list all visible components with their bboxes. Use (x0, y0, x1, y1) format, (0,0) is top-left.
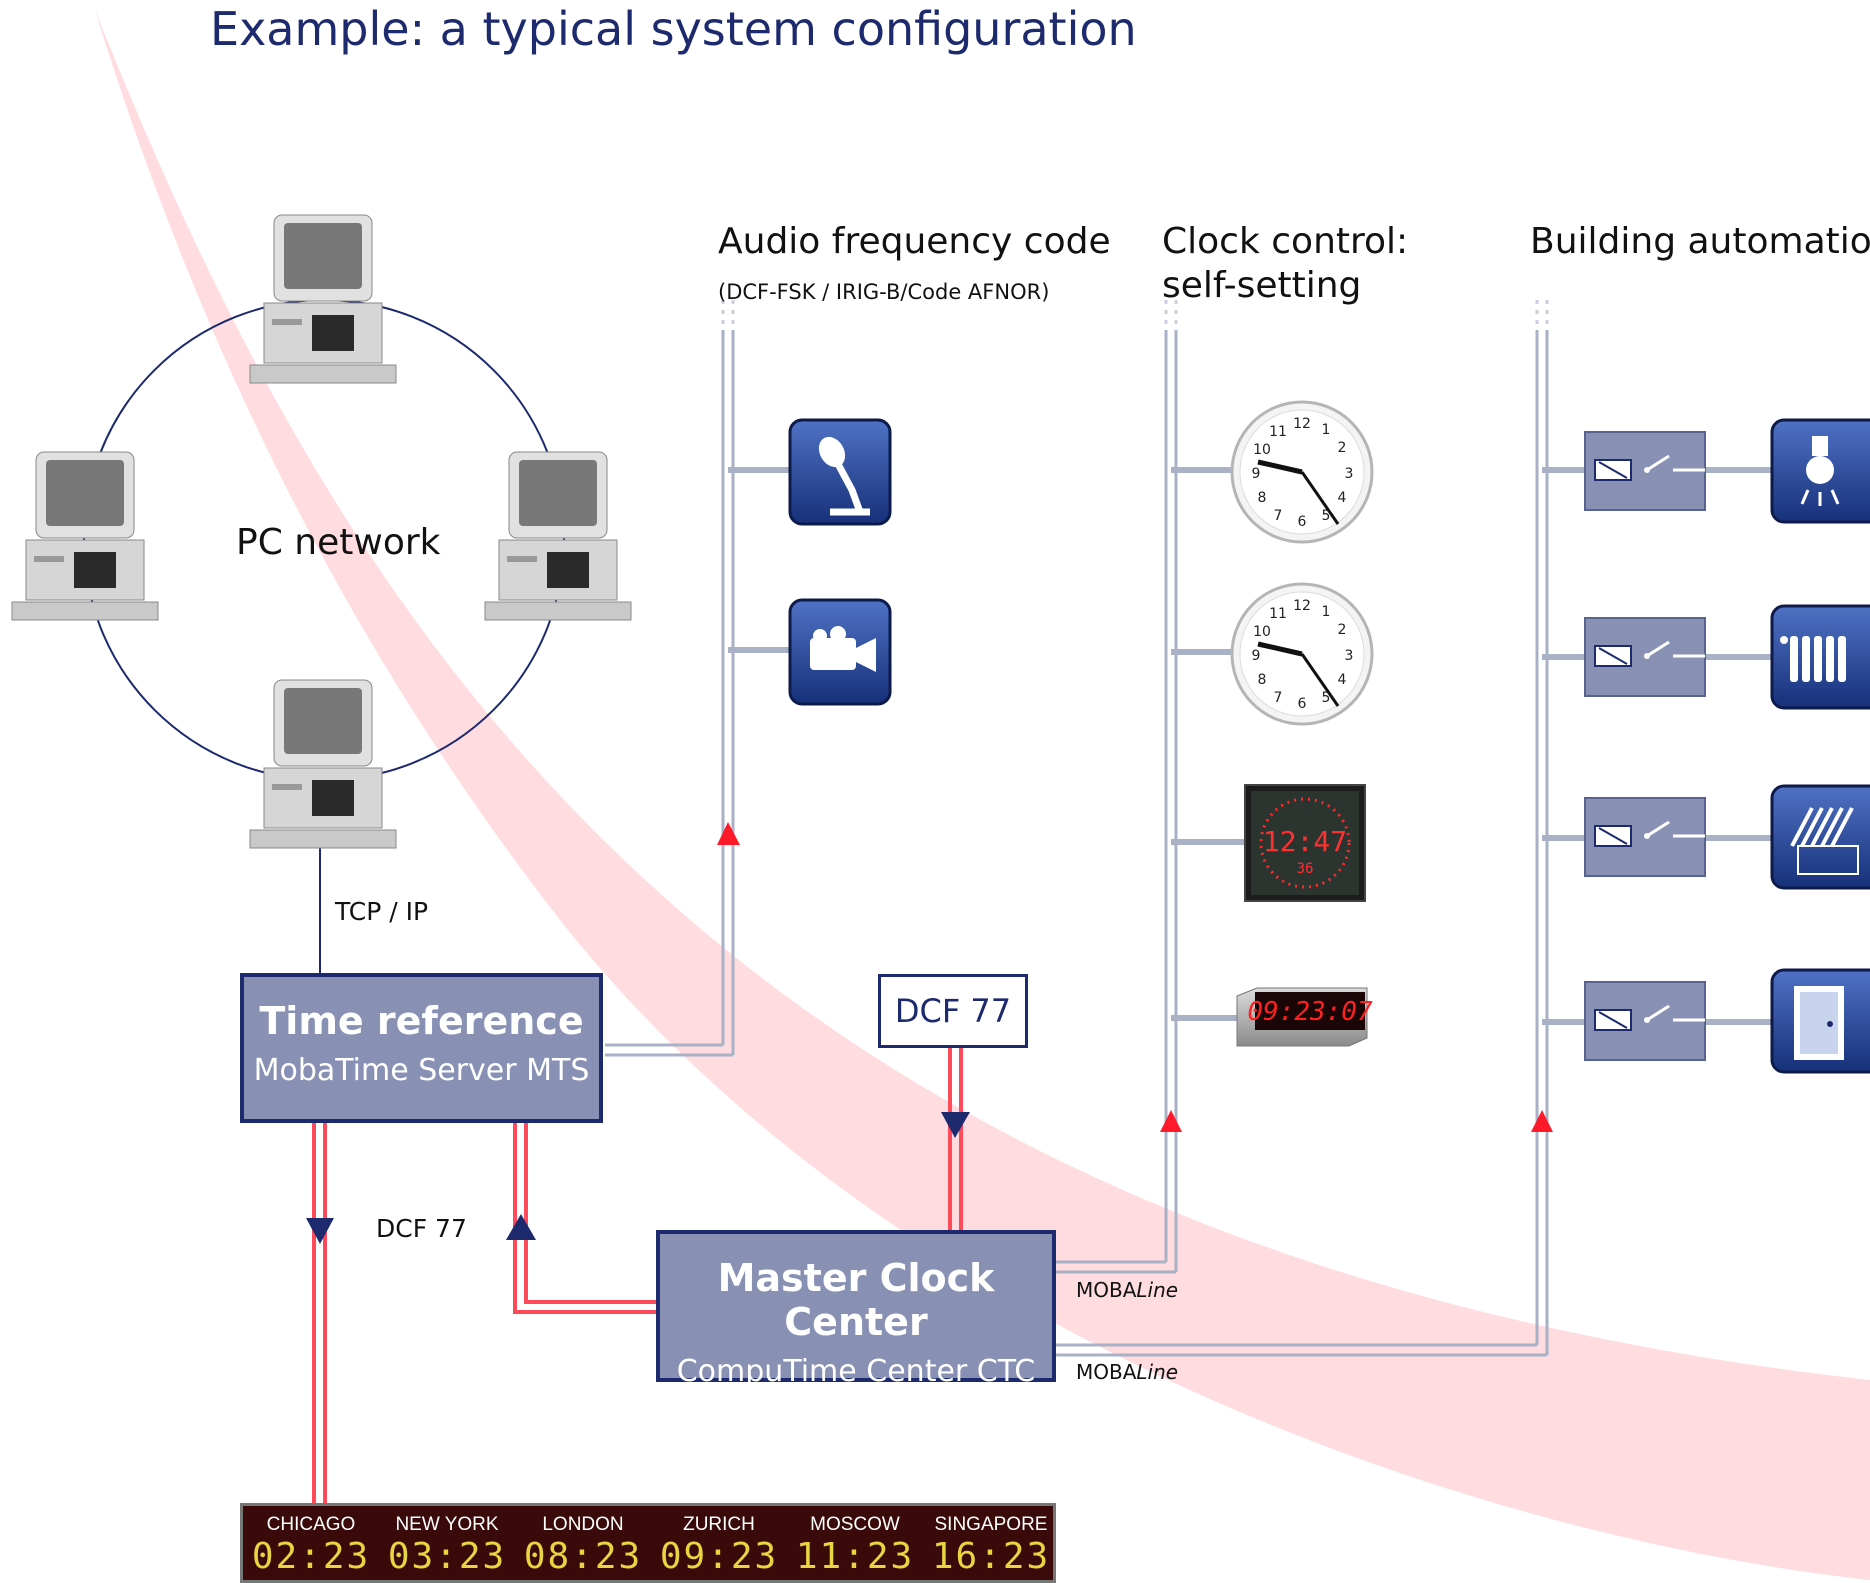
mobaline-suffix: Line (1136, 1360, 1179, 1384)
radiator-icon (1770, 604, 1870, 710)
page-title: Example: a typical system configuration (210, 2, 1137, 56)
clock-column-title-line2: self-setting (1162, 265, 1362, 306)
audio-column-title: Audio frequency code (718, 221, 1111, 262)
relay-switch-icon (1584, 617, 1706, 697)
computer-icon (484, 451, 632, 621)
svg-text:11: 11 (1269, 606, 1287, 622)
tcpip-label: TCP / IP (335, 897, 429, 926)
svg-text:8: 8 (1258, 672, 1267, 688)
mobaline-prefix: MOBA (1076, 1360, 1137, 1384)
arrow-down-marker (941, 1112, 970, 1138)
bus-dashes (721, 300, 1549, 330)
master-clock-subtitle: CompuTime Center CTC (676, 1354, 1036, 1389)
led-clock-time: 09:23:07 (1247, 997, 1373, 1027)
arrow-up-marker (1531, 1110, 1553, 1132)
time-reference-subtitle: MobaTime Server MTS (253, 1053, 590, 1088)
clock-column-title-line1: Clock control: (1162, 221, 1409, 262)
svg-text:2: 2 (1338, 622, 1347, 638)
world-clock-board: CHICAGO 02:23 NEW YORK 03:23 LONDON 08:2… (240, 1503, 1056, 1583)
led-clock-icon: 09:23:07 (1236, 987, 1373, 1047)
svg-text:7: 7 (1274, 690, 1283, 706)
computer-icon (11, 451, 159, 621)
svg-text:12: 12 (1293, 598, 1311, 614)
svg-text:2: 2 (1338, 440, 1347, 456)
master-clock-box: Master Clock Center CompuTime Center CTC (656, 1230, 1056, 1389)
mobaline-prefix: MOBA (1076, 1278, 1137, 1302)
world-clock-city: ZURICH (683, 1514, 755, 1535)
world-clock-city: NEW YORK (395, 1514, 499, 1535)
svg-text:7: 7 (1274, 508, 1283, 524)
digital-clock-time: 12:47 (1263, 825, 1347, 858)
world-clock-time: 02:23 (251, 1536, 371, 1577)
bus-lines (605, 330, 1772, 1357)
world-clock-time: 03:23 (387, 1536, 507, 1577)
world-clock-city: CHICAGO (266, 1514, 356, 1535)
svg-text:5: 5 (1322, 690, 1331, 706)
audio-column-subtitle: (DCF-FSK / IRIG-B/Code AFNOR) (718, 280, 1050, 304)
arrow-up-marker (1160, 1110, 1182, 1132)
svg-text:6: 6 (1298, 696, 1307, 712)
svg-text:10: 10 (1253, 624, 1271, 640)
svg-text:10: 10 (1253, 442, 1271, 458)
digital-clock-seconds: 36 (1297, 861, 1314, 877)
video-camera-icon (788, 598, 892, 706)
mobaline-label-upper: MOBALine (1076, 1278, 1178, 1302)
svg-text:1: 1 (1322, 422, 1331, 438)
arrow-up-marker (717, 822, 740, 845)
world-clock-time: 08:23 (523, 1536, 643, 1577)
world-clock-city: MOSCOW (810, 1514, 900, 1535)
world-clock-time: 09:23 (659, 1536, 779, 1577)
computer-icon (249, 679, 397, 849)
svg-text:9: 9 (1252, 466, 1261, 482)
svg-text:4: 4 (1338, 672, 1347, 688)
svg-text:8: 8 (1258, 490, 1267, 506)
time-reference-box: Time reference MobaTime Server MTS (240, 973, 603, 1123)
blinds-icon (1770, 784, 1870, 890)
dcf77-label: DCF 77 (376, 1214, 467, 1243)
relay-switch-icon (1584, 797, 1706, 877)
dcf77-box: DCF 77 (878, 974, 1028, 1048)
arrow-up-marker (506, 1214, 536, 1240)
svg-text:12: 12 (1293, 416, 1311, 432)
svg-text:5: 5 (1322, 508, 1331, 524)
microphone-icon (788, 418, 892, 526)
mobaline-label-lower: MOBALine (1076, 1360, 1178, 1384)
world-clock-time: 16:23 (931, 1536, 1051, 1577)
svg-text:3: 3 (1345, 466, 1354, 482)
dcf-red-lines (312, 1048, 963, 1505)
building-column-title: Building automation (1530, 221, 1870, 262)
light-bulb-icon (1770, 418, 1870, 524)
world-clock-city: LONDON (542, 1514, 624, 1535)
svg-text:6: 6 (1298, 514, 1307, 530)
world-clock-city: SINGAPORE (934, 1514, 1048, 1535)
relay-switch-icon (1584, 981, 1706, 1061)
relay-switch-icon (1584, 431, 1706, 511)
svg-text:9: 9 (1252, 648, 1261, 664)
world-clock-time: 11:23 (795, 1536, 915, 1577)
mobaline-suffix: Line (1136, 1278, 1179, 1302)
computer-icon (249, 214, 397, 384)
svg-text:1: 1 (1322, 604, 1331, 620)
pc-network-label: PC network (236, 522, 441, 563)
time-reference-title: Time reference (259, 999, 584, 1043)
svg-text:11: 11 (1269, 424, 1287, 440)
master-clock-title: Master Clock Center (717, 1256, 995, 1344)
svg-text:4: 4 (1338, 490, 1347, 506)
door-icon (1770, 968, 1870, 1074)
arrow-down-marker (306, 1218, 334, 1244)
svg-text:3: 3 (1345, 648, 1354, 664)
digital-clock-icon: 12:47 36 (1244, 784, 1366, 902)
